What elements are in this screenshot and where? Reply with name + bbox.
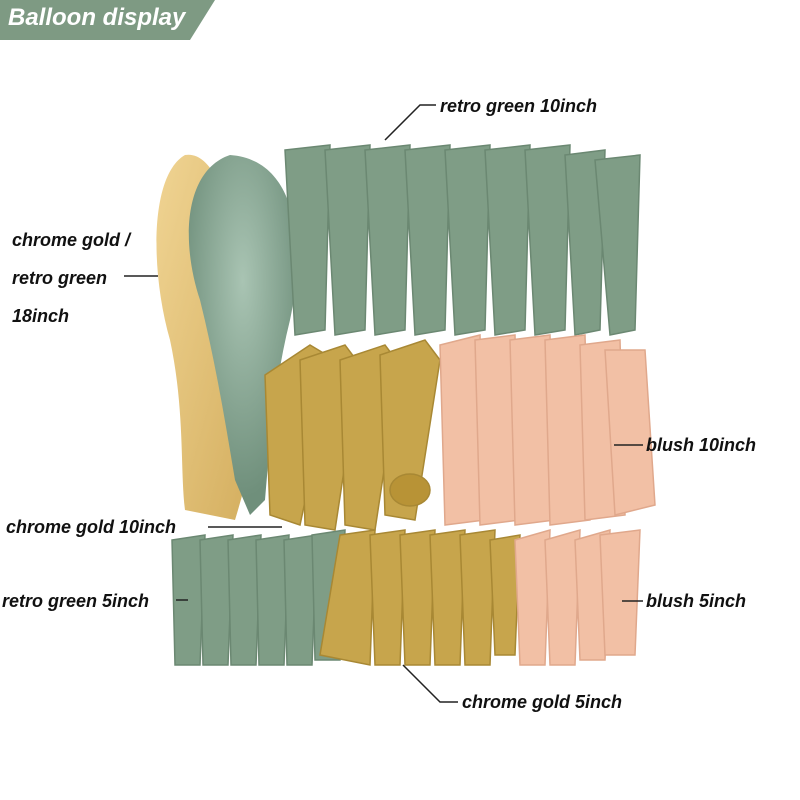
label-line-3: 18inch [12,306,70,326]
label-blush-10inch: blush 10inch [646,435,757,455]
banner-shape [0,0,215,40]
label-chrome-gold-retro-green-18inch: chrome gold / retro green 18inch [12,221,130,335]
leader-chrome-gold-5 [402,664,458,703]
label-retro-green-10inch: retro green 10inch [440,96,598,116]
label-blush-5inch: blush 5inch [646,591,747,611]
label-line-2: retro green [12,268,108,288]
blush-10-group [439,334,656,526]
label-chrome-gold-5inch: chrome gold 5inch [462,692,623,712]
label-retro-green-5inch: retro green 5inch [2,591,150,611]
retro-green-10-group [284,144,641,336]
blush-5-group [514,528,641,666]
banner-title: Balloon display [8,4,186,31]
chrome-gold-10-group [264,339,441,531]
label-line-1: chrome gold / [12,230,131,250]
title-banner: Balloon display [0,0,215,40]
chrome-gold-5-group [319,529,521,666]
label-chrome-gold-10inch: chrome gold 10inch [6,517,177,537]
leader-retro-green-10 [384,104,436,141]
